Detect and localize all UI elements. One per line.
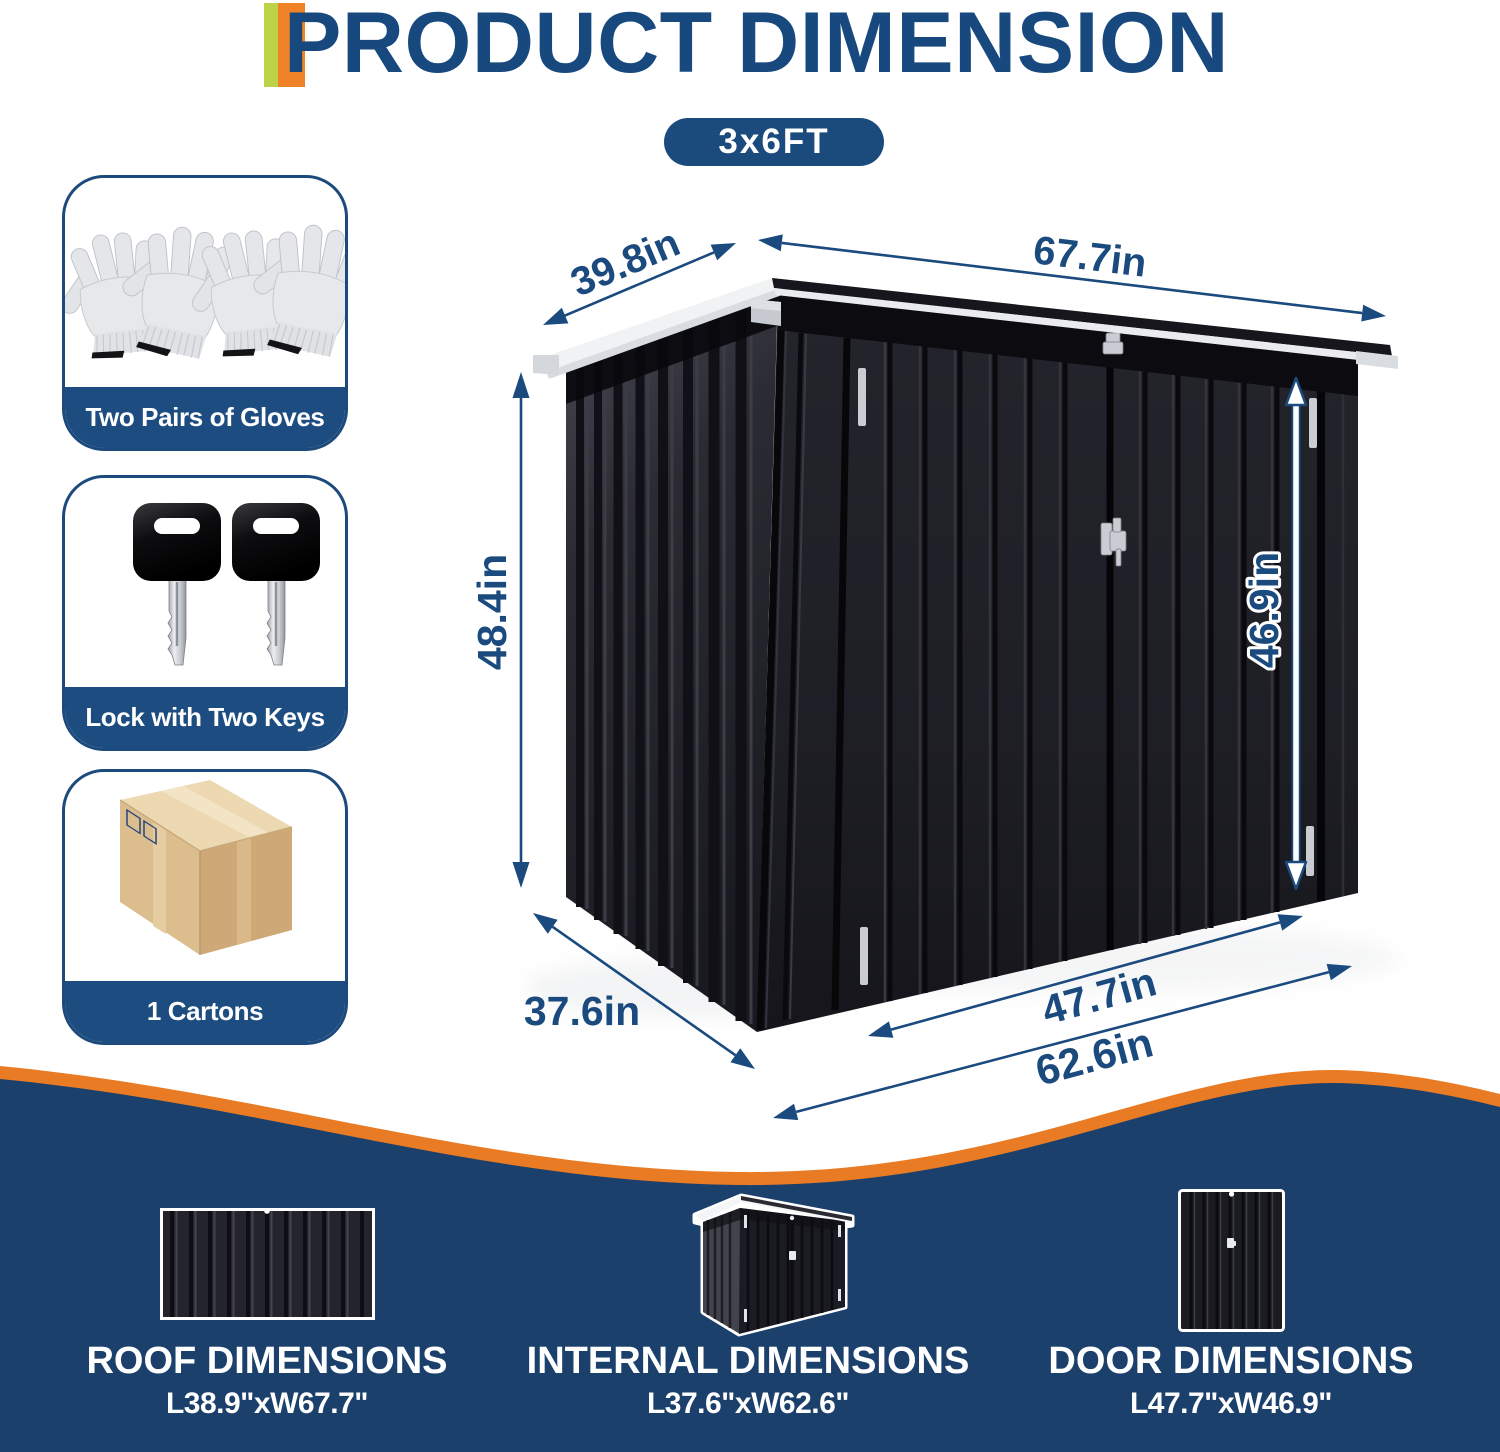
svg-text:67.7in: 67.7in xyxy=(1031,228,1149,285)
svg-text:48.4in: 48.4in xyxy=(469,554,515,670)
svg-text:39.8in: 39.8in xyxy=(565,221,687,306)
svg-text:37.6in: 37.6in xyxy=(524,988,640,1034)
svg-text:46.9in: 46.9in xyxy=(1241,552,1287,668)
